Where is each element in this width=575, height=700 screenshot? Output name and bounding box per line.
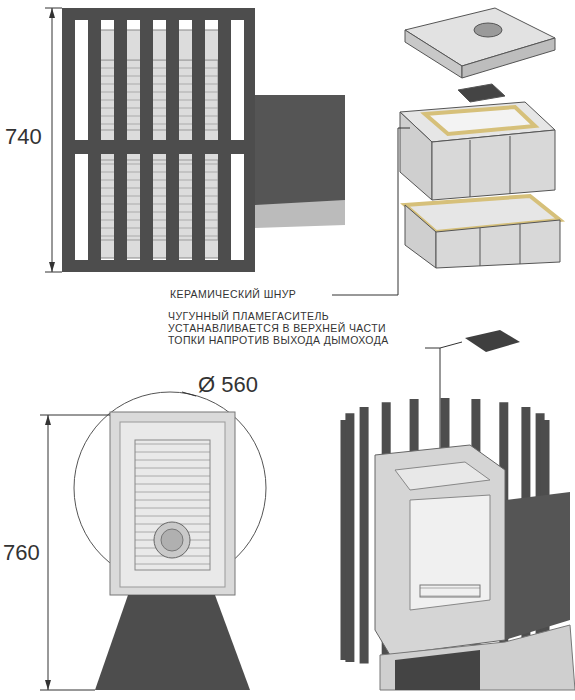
- exploded-view: [400, 8, 560, 268]
- dimension-label: Ø 560: [198, 372, 258, 397]
- callout-note: КЕРАМИЧЕСКИЙ ШНУР: [170, 288, 328, 300]
- dimension-label: 740: [5, 124, 42, 149]
- callout-note: ЧУГУННЫЙ ПЛАМЕГАСИТЕЛЬ УСТАНАВЛИВАЕТСЯ В…: [168, 310, 420, 346]
- flame-arrester: [465, 330, 520, 352]
- cutaway-view: [345, 398, 575, 690]
- front-view: [40, 392, 266, 690]
- dimension-label: 760: [3, 540, 40, 565]
- side-view: [45, 8, 345, 272]
